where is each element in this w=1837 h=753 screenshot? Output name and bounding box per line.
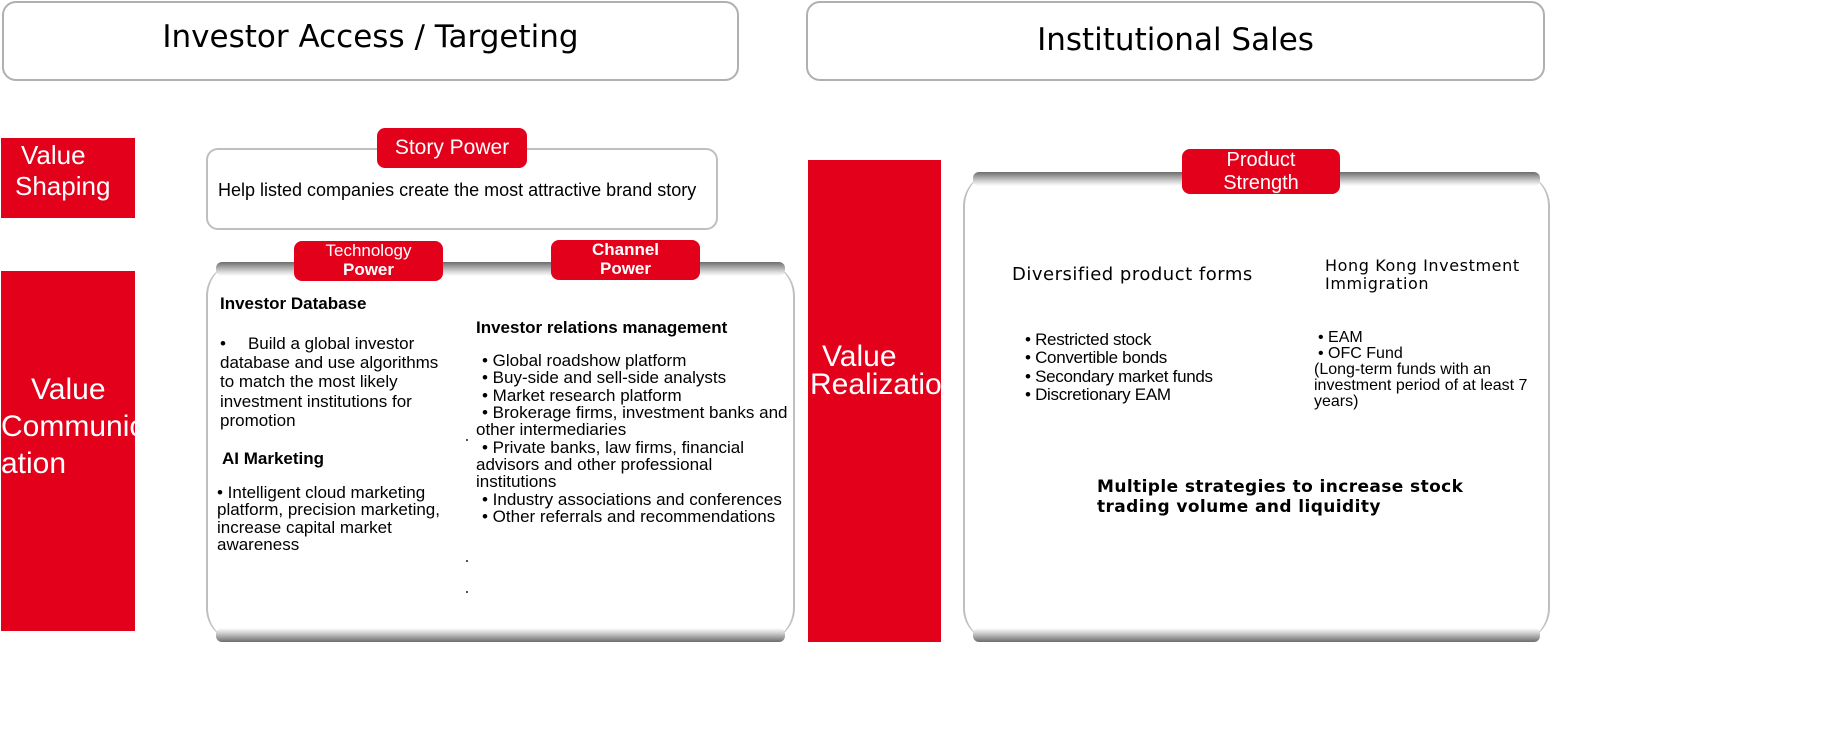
story-power-tag: Story Power [377, 128, 527, 168]
value-realization-line2: Realization [810, 368, 959, 401]
channel-tag-line2: Power [599, 259, 652, 278]
value-communication-label: Value Communic ation [1, 271, 145, 631]
ir-management-title: Investor relations management [476, 318, 728, 337]
investor-database-bullet: • [220, 334, 226, 353]
investor-database-line1: Build a global investor [247, 334, 415, 353]
product-form-item: • Restricted stock [1025, 330, 1152, 349]
product-tag-line2: Strength [1223, 171, 1299, 194]
product-form-item: • Secondary market funds [1025, 366, 1213, 386]
product-form-item: • Discretionary EAM [1025, 385, 1171, 405]
header-institutional-sales-text: Institutional Sales [1037, 22, 1314, 58]
divider-dot [466, 439, 468, 441]
divider-dot [466, 591, 468, 593]
hk-immigration-item: • OFC Fund [1318, 345, 1403, 362]
story-text: Help listed companies create the most at… [218, 180, 697, 200]
channel-item: • Brokerage firms, investment banks and … [476, 402, 788, 440]
product-tag-line1: Product [1226, 148, 1296, 171]
hk-immigration-note: (Long-term funds with an investment peri… [1314, 361, 1528, 410]
ai-marketing-title: AI Marketing [222, 449, 325, 468]
header-investor-access: Investor Access / Targeting [2, 1, 739, 81]
investor-database-rest: database and use algorithms to match the… [220, 353, 439, 430]
product-forms-title: Diversified product forms [1012, 264, 1253, 285]
strategy-text: Multiple strategies to increase stock tr… [1097, 477, 1464, 518]
value-realization-line1: Value [822, 340, 897, 373]
value-realization-label: Value Realization [808, 160, 959, 642]
product-form-item: • Convertible bonds [1025, 348, 1168, 368]
value-communication-line1: Value [31, 373, 106, 406]
technology-power-tag: Technology Power [294, 241, 443, 281]
product-strength-tag: Product Strength [1182, 149, 1340, 194]
technology-tag-line1: Technology [325, 241, 412, 261]
channel-item: • Industry associations and conferences [482, 489, 782, 509]
investor-database-title: Investor Database [220, 294, 367, 313]
hk-immigration-list: • EAM • OFC Fund [1318, 330, 1403, 362]
header-institutional-sales: Institutional Sales [806, 1, 1545, 81]
header-investor-access-text: Investor Access / Targeting [162, 19, 579, 55]
channel-item: • Market research platform [482, 385, 682, 405]
channel-item: • Buy-side and sell-side analysts [482, 368, 727, 388]
channel-list: • Global roadshow platform • Buy-side an… [476, 351, 796, 526]
channel-tag-line1: Channel [591, 240, 660, 260]
hk-immigration-title: Hong Kong Investment Immigration [1325, 256, 1520, 294]
channel-item: • Global roadshow platform [482, 351, 687, 370]
product-panel [963, 172, 1550, 642]
hk-immigration-item: • EAM [1318, 329, 1363, 346]
value-communication-line3: ation [1, 447, 67, 480]
technology-tag-line2: Power [342, 260, 395, 279]
product-forms-list: • Restricted stock • Convertible bonds •… [1025, 330, 1213, 405]
value-communication-line2: Communic [1, 410, 145, 443]
divider-dot [466, 560, 468, 562]
investor-database-text: • Build a global investor database and us… [220, 334, 445, 430]
value-shaping-label: Value Shaping [1, 138, 135, 218]
story-power-tag-text: Story Power [394, 136, 510, 160]
channel-item: • Other referrals and recommendations [482, 506, 776, 526]
value-shaping-line2: Shaping [15, 171, 111, 202]
channel-item: • Private banks, law firms, financial ad… [476, 437, 744, 492]
channel-power-tag: Channel Power [551, 240, 700, 280]
ai-marketing-text: • Intelligent cloud marketing platform, … [217, 483, 440, 554]
value-shaping-line1: Value [21, 140, 86, 170]
